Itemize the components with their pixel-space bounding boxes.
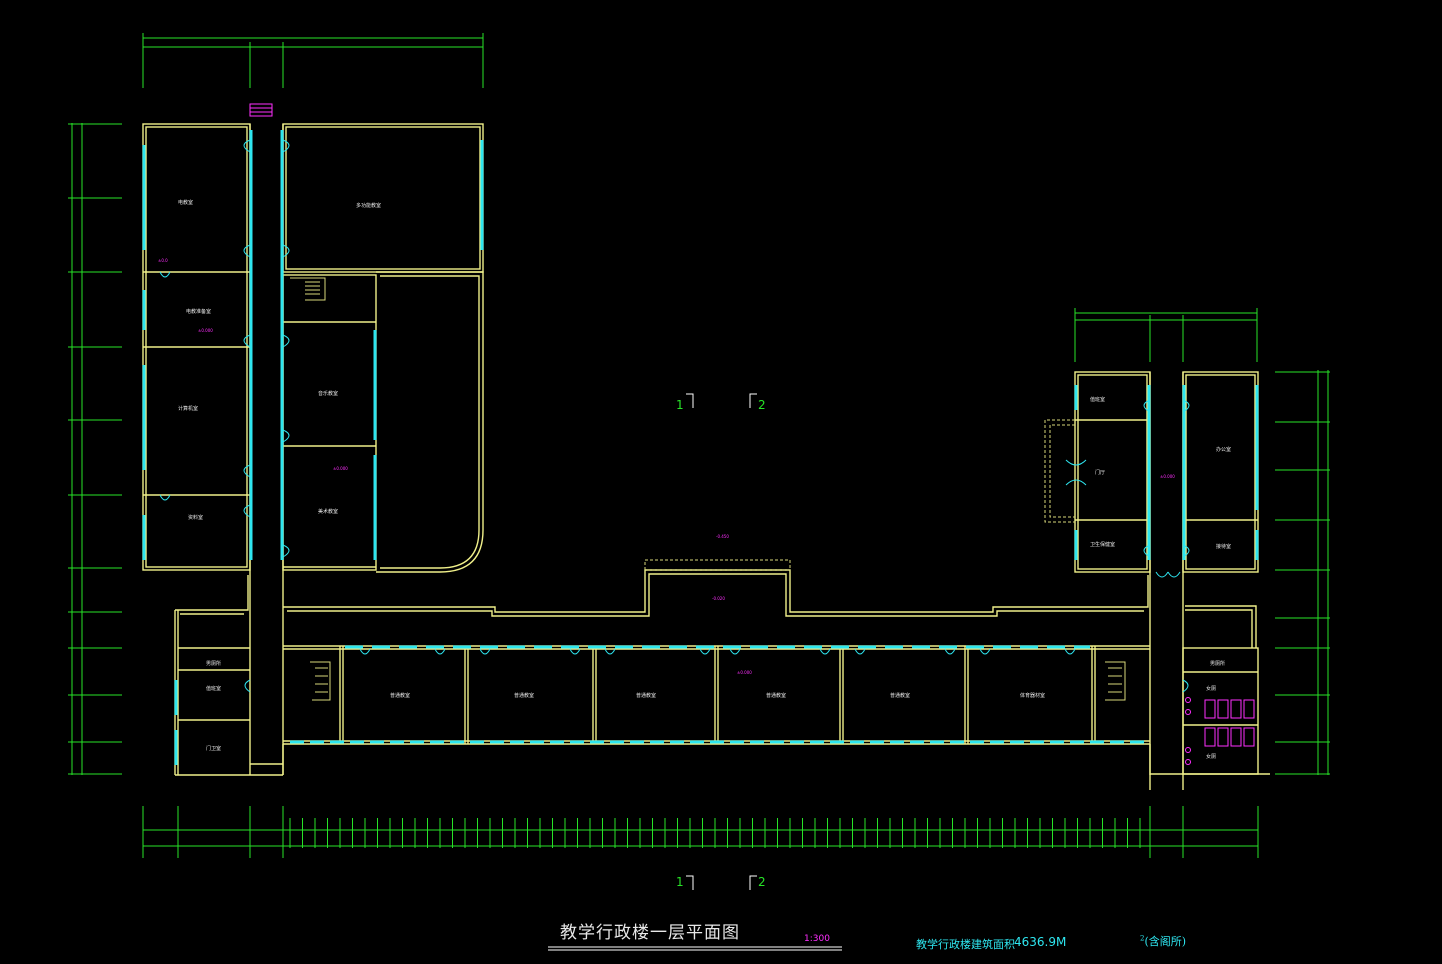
area-unit-note: (含阁所) <box>1144 935 1187 948</box>
room-label: 美术教室 <box>318 508 338 515</box>
room-label: 多功能教室 <box>356 202 381 209</box>
title-underline <box>548 946 842 951</box>
room-labels: 电教室 电教准备室 计算机室 资料室 多功能教室 音乐教室 美术教室 普通教室 … <box>178 199 1231 760</box>
section-mark-2-bottom: 2 <box>758 875 766 889</box>
room-label: 音乐教室 <box>318 390 338 397</box>
section-mark-1-top: 1 <box>676 398 684 412</box>
room-label: 普通教室 <box>636 692 656 699</box>
room-label: 值班室 <box>206 685 221 692</box>
room-label: 普通教室 <box>766 692 786 699</box>
room-label: 普通教室 <box>514 692 534 699</box>
svg-text:±0.000: ±0.000 <box>198 328 213 333</box>
room-label: 计算机室 <box>178 405 198 412</box>
room-label: 男厕所 <box>206 660 221 667</box>
elevation-marks: ±0.000 -0.450 -0.020 ±0.000 ±0.000 ±0.00… <box>158 258 1175 675</box>
walls <box>142 123 1270 790</box>
dimension-lines <box>68 33 1330 858</box>
windows <box>142 130 1259 765</box>
svg-text:±0.000: ±0.000 <box>737 670 752 675</box>
bottom-dimension-ticks <box>289 818 1141 848</box>
building-area-label: 教学行政楼建筑面积 <box>916 938 1015 951</box>
room-label: 男厕所 <box>1210 660 1225 667</box>
building-area-value: 4636.9M <box>1014 935 1067 949</box>
building-area-unit: 2(含阁所) <box>1140 933 1186 949</box>
room-label: 资料室 <box>188 514 203 521</box>
svg-text:±0.000: ±0.000 <box>333 466 348 471</box>
room-label: 女厕 <box>1206 753 1216 760</box>
room-label: 门厅 <box>1095 469 1105 476</box>
room-label: 电教室 <box>178 199 193 206</box>
room-label: 女厕 <box>1206 685 1216 692</box>
canopy-outline <box>644 419 1075 571</box>
room-label: 电教准备室 <box>186 308 211 315</box>
stairs <box>290 277 1126 701</box>
svg-text:±0.000: ±0.000 <box>1160 474 1175 479</box>
door-swings <box>159 139 1190 693</box>
room-label: 普通教室 <box>890 692 910 699</box>
room-label: 卫生保健室 <box>1090 541 1115 548</box>
entrance-marker <box>249 103 273 117</box>
room-label: 体育器材室 <box>1020 692 1045 699</box>
svg-text:-0.450: -0.450 <box>716 534 729 539</box>
room-label: 值班室 <box>1090 396 1105 403</box>
section-marks <box>686 393 757 890</box>
toilet-fixtures <box>1185 697 1255 765</box>
room-label: 办公室 <box>1216 446 1231 453</box>
room-label: 门卫室 <box>206 745 221 752</box>
area-unit-superscript: 2 <box>1140 934 1145 943</box>
svg-text:-0.020: -0.020 <box>712 596 725 601</box>
drawing-scale: 1:300 <box>804 934 830 944</box>
section-mark-1-bottom: 1 <box>676 875 684 889</box>
room-label: 普通教室 <box>390 692 410 699</box>
drawing-title: 教学行政楼一层平面图 <box>560 923 740 943</box>
section-mark-2-top: 2 <box>758 398 766 412</box>
room-label: 接待室 <box>1216 543 1231 550</box>
svg-text:±0.0: ±0.0 <box>158 258 168 263</box>
